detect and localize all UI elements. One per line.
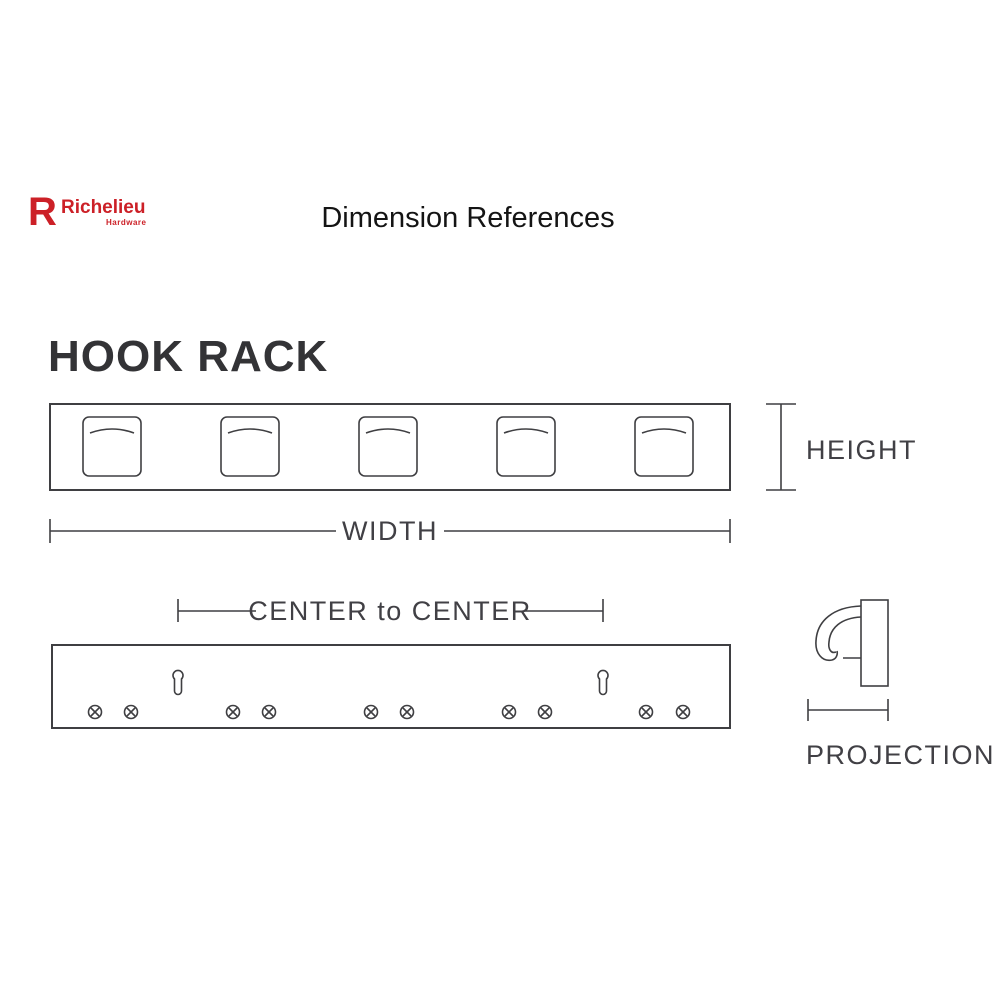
screw-icon xyxy=(399,704,415,720)
hook-front-icon xyxy=(634,416,694,477)
height-label: HEIGHT xyxy=(806,435,917,465)
hook-rack-front-view xyxy=(49,403,731,491)
hook-rack-heading: HOOK RACK xyxy=(48,332,328,381)
richelieu-logo: R Richelieu Hardware xyxy=(28,190,147,234)
logo-sub-text: Hardware xyxy=(106,218,147,227)
hook-curve-outer xyxy=(815,605,862,662)
logo-r-icon: R xyxy=(28,190,57,234)
rack-front-outline xyxy=(49,403,731,491)
hook-front-icon xyxy=(496,416,556,477)
hook-curve-inner xyxy=(828,616,862,654)
center-to-center-dimension: CENTER to CENTER xyxy=(177,596,604,626)
screw-icon xyxy=(501,704,517,720)
screw-icon xyxy=(225,704,241,720)
hook-front-icon xyxy=(220,416,280,477)
height-dimension: HEIGHT xyxy=(766,403,917,491)
screw-icon xyxy=(123,704,139,720)
screw-icon xyxy=(675,704,691,720)
hook-rack-back-view xyxy=(51,644,731,729)
screw-icon xyxy=(261,704,277,720)
keyhole-icon xyxy=(597,669,609,696)
screw-icon xyxy=(638,704,654,720)
hook-front-icon xyxy=(358,416,418,477)
screw-icon xyxy=(363,704,379,720)
center-to-center-label: CENTER to CENTER xyxy=(248,596,532,626)
rack-back-outline xyxy=(51,644,731,729)
page-title: Dimension References xyxy=(321,202,614,234)
width-dimension: WIDTH xyxy=(49,516,731,546)
hook-side-view xyxy=(815,599,889,687)
logo-brand-text: Richelieu xyxy=(61,197,145,218)
hook-mounting-plate xyxy=(860,599,889,687)
width-label: WIDTH xyxy=(342,516,438,546)
projection-label: PROJECTION xyxy=(806,740,995,770)
screw-icon xyxy=(87,704,103,720)
screw-icon xyxy=(537,704,553,720)
keyhole-icon xyxy=(172,669,184,696)
projection-dimension: PROJECTION xyxy=(806,699,995,770)
hook-front-icon xyxy=(82,416,142,477)
